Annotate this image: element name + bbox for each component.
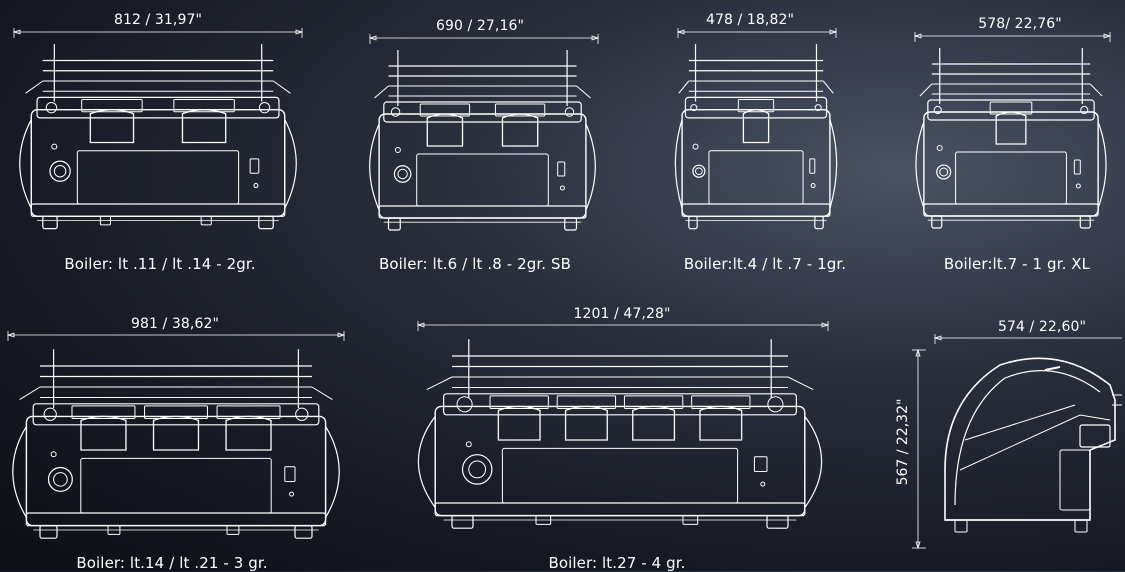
dimension-label-m2: 690 / 27,16" bbox=[435, 18, 525, 34]
side-view-height-label: 567 / 22,32" bbox=[895, 398, 911, 486]
machine-m6 bbox=[417, 339, 823, 529]
dimension-line-m4 bbox=[913, 32, 1112, 42]
dimension-label-m7: 574 / 22,60" bbox=[997, 319, 1087, 335]
machine-m2 bbox=[369, 50, 596, 231]
caption-m6: Boiler: lt.27 - 4 gr. bbox=[548, 554, 686, 572]
caption-m4: Boiler:lt.7 - 1 gr. XL bbox=[943, 255, 1091, 273]
machine-m5 bbox=[12, 349, 340, 539]
machine-m1 bbox=[19, 44, 297, 230]
dimension-line-m2 bbox=[368, 34, 600, 44]
caption-m3: Boiler:lt.4 / lt .7 - 1gr. bbox=[683, 255, 847, 273]
machine-m7-side-view bbox=[912, 334, 1122, 550]
dimension-label-m5: 981 / 38,62" bbox=[130, 316, 220, 332]
dimension-label-m4: 578/ 22,76" bbox=[978, 16, 1062, 32]
dimension-label-m3: 478 / 18,82" bbox=[705, 12, 795, 28]
dimension-label-m1: 812 / 31,97" bbox=[113, 12, 203, 28]
machine-m4 bbox=[915, 48, 1107, 229]
machine-m3 bbox=[674, 44, 838, 230]
caption-m5: Boiler: lt.14 / lt .21 - 3 gr. bbox=[76, 554, 268, 572]
dimension-line-m6 bbox=[416, 321, 830, 331]
dimension-line-m1 bbox=[12, 28, 304, 38]
dimension-line-m5 bbox=[6, 331, 346, 341]
dimension-line-m3 bbox=[676, 28, 838, 38]
caption-m1: Boiler: lt .11 / lt .14 - 2gr. bbox=[64, 255, 256, 273]
caption-m2: Boiler: lt.6 / lt .8 - 2gr. SB bbox=[379, 255, 571, 273]
dimension-label-m6: 1201 / 47,28" bbox=[573, 306, 671, 322]
